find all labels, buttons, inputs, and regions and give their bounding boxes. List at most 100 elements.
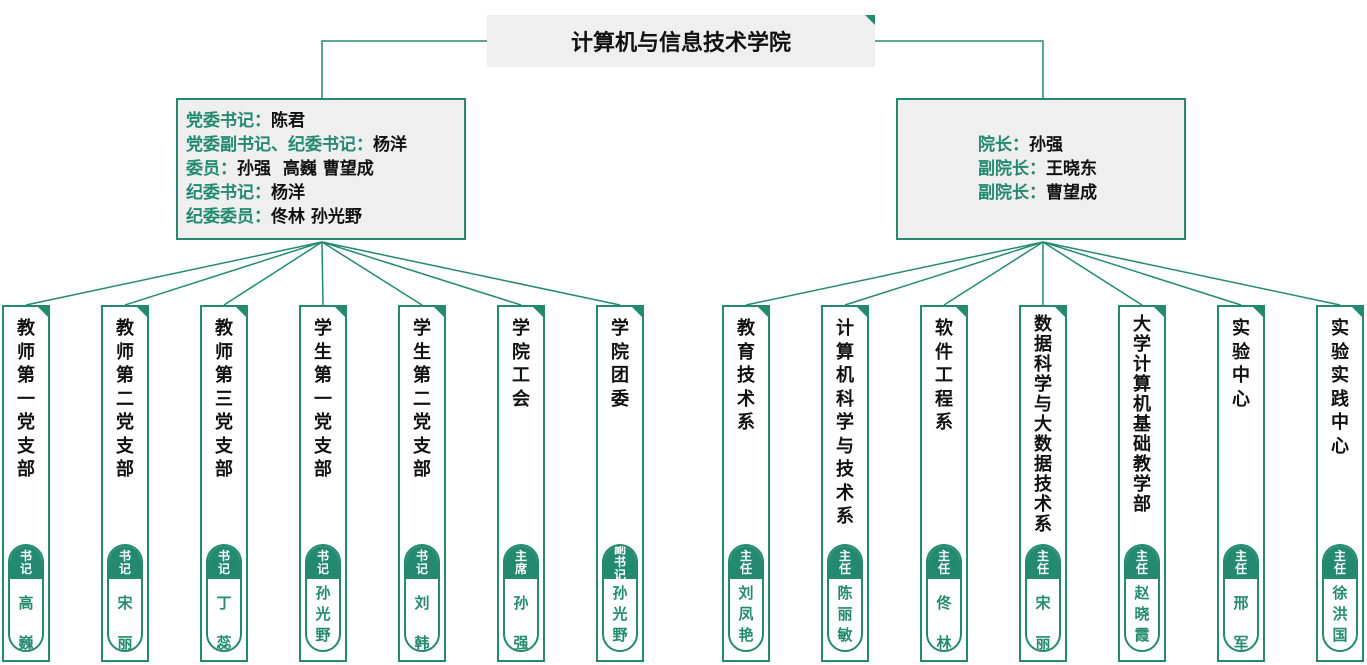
corner-mark bbox=[38, 307, 48, 317]
unit-name: 教师第一党支部 bbox=[17, 318, 35, 480]
info-label: 副院长： bbox=[978, 183, 1046, 203]
info-value: 杨洋 bbox=[373, 135, 407, 155]
unit-name: 学生第二党支部 bbox=[413, 318, 431, 480]
leader-role: 书记 bbox=[208, 546, 240, 579]
connector-line bbox=[943, 241, 1044, 306]
info-line: 纪委书记：杨洋 bbox=[186, 181, 464, 205]
info-value: 曹望成 bbox=[1046, 183, 1097, 203]
unit-box: 教师第二党支部 书记 宋丽 bbox=[101, 305, 149, 662]
connector-line bbox=[321, 241, 621, 306]
unit-name: 教师第二党支部 bbox=[116, 318, 134, 480]
leader-badge: 书记 刘韩 bbox=[404, 544, 440, 652]
leader-name: 孙强 bbox=[513, 594, 529, 652]
info-label: 委员： bbox=[186, 159, 237, 179]
unit-box: 学生第二党支部 书记 刘韩 bbox=[398, 305, 446, 662]
college-title: 计算机与信息技术学院 bbox=[487, 15, 875, 67]
unit-name: 教师第三党支部 bbox=[215, 318, 233, 480]
leader-badge: 书记 丁蕊 bbox=[206, 544, 242, 652]
leader-badge: 主任 刘凤艳 bbox=[728, 544, 764, 652]
leader-role: 书记 bbox=[10, 546, 42, 579]
unit-box: 学院团委 副书记 孙光野 bbox=[596, 305, 644, 662]
connector-line bbox=[321, 241, 423, 306]
corner-mark bbox=[1352, 307, 1362, 317]
leader-badge: 书记 孙光野 bbox=[305, 544, 341, 652]
leader-badge: 主任 赵晓霞 bbox=[1124, 544, 1160, 652]
corner-mark bbox=[434, 307, 444, 317]
leader-badge: 主任 佟林 bbox=[926, 544, 962, 652]
info-label: 纪委书记： bbox=[186, 183, 271, 203]
unit-box: 学生第一党支部 书记 孙光野 bbox=[299, 305, 347, 662]
connector-line bbox=[321, 241, 324, 306]
unit-box: 数据科学与大数据技术系 主任 宋丽 bbox=[1019, 305, 1067, 662]
info-value: 孙强 bbox=[1029, 135, 1063, 155]
unit-name: 实验实践中心 bbox=[1331, 318, 1349, 457]
leader-name: 孙光野 bbox=[315, 584, 331, 644]
info-line: 纪委委员：佟林 孙光野 bbox=[186, 205, 464, 229]
corner-mark bbox=[1253, 307, 1263, 317]
leader-role: 主任 bbox=[730, 546, 762, 579]
connector-line bbox=[25, 241, 323, 306]
leader-role: 主任 bbox=[928, 546, 960, 579]
leader-badge: 主任 徐洪国 bbox=[1322, 544, 1358, 652]
unit-box: 教师第三党支部 书记 丁蕊 bbox=[200, 305, 248, 662]
leader-role: 主任 bbox=[1126, 546, 1158, 579]
unit-name: 学院团委 bbox=[611, 318, 629, 410]
info-value: 杨洋 bbox=[271, 183, 305, 203]
leader-name: 邢军 bbox=[1233, 594, 1249, 652]
info-line: 党委书记：陈君 bbox=[186, 109, 464, 133]
corner-mark bbox=[857, 307, 867, 317]
corner-mark bbox=[1055, 307, 1065, 317]
unit-name: 学生第一党支部 bbox=[314, 318, 332, 480]
info-value: 陈君 bbox=[271, 111, 305, 131]
leader-name: 宋丽 bbox=[1035, 594, 1051, 652]
leader-name: 孙光野 bbox=[612, 584, 628, 644]
connector-line bbox=[1042, 241, 1242, 306]
unit-name: 大学计算机基础教学部 bbox=[1133, 314, 1151, 515]
corner-mark bbox=[758, 307, 768, 317]
unit-box: 软件工程系 主任 佟林 bbox=[920, 305, 968, 662]
leader-role: 书记 bbox=[307, 546, 339, 579]
leader-role: 主任 bbox=[1324, 546, 1356, 579]
unit-box: 教育技术系 主任 刘凤艳 bbox=[722, 305, 770, 662]
leader-name: 刘凤艳 bbox=[738, 584, 754, 644]
leader-role: 书记 bbox=[406, 546, 438, 579]
administration-box: 院长：孙强副院长：王晓东副院长：曹望成 bbox=[896, 98, 1186, 240]
info-value: 孙强 高巍 曹望成 bbox=[237, 159, 374, 179]
corner-mark bbox=[533, 307, 543, 317]
corner-mark bbox=[956, 307, 966, 317]
leader-badge: 主任 陈丽敏 bbox=[827, 544, 863, 652]
unit-name: 教育技术系 bbox=[737, 318, 755, 433]
connector-line bbox=[844, 241, 1044, 306]
connector-line bbox=[124, 241, 323, 306]
info-label: 院长： bbox=[978, 135, 1029, 155]
leader-role: 主任 bbox=[829, 546, 861, 579]
unit-box: 大学计算机基础教学部 主任 赵晓霞 bbox=[1118, 305, 1166, 662]
connector-line bbox=[321, 241, 522, 306]
info-line: 委员：孙强 高巍 曹望成 bbox=[186, 157, 464, 181]
info-label: 党委书记： bbox=[186, 111, 271, 131]
leader-name: 高巍 bbox=[18, 594, 34, 652]
corner-mark bbox=[137, 307, 147, 317]
leader-name: 赵晓霞 bbox=[1134, 584, 1150, 644]
leader-badge: 书记 高巍 bbox=[8, 544, 44, 652]
party-committee-box: 党委书记：陈君党委副书记、纪委书记：杨洋委员：孙强 高巍 曹望成纪委书记：杨洋纪… bbox=[176, 98, 466, 240]
leader-role: 书记 bbox=[109, 546, 141, 579]
info-line: 党委副书记、纪委书记：杨洋 bbox=[186, 133, 464, 157]
unit-box: 计算机科学与技术系 主任 陈丽敏 bbox=[821, 305, 869, 662]
corner-mark bbox=[1154, 307, 1164, 317]
leader-name: 刘韩 bbox=[414, 594, 430, 652]
info-label: 副院长： bbox=[978, 159, 1046, 179]
unit-name: 计算机科学与技术系 bbox=[836, 318, 854, 527]
unit-name: 软件工程系 bbox=[935, 318, 953, 433]
info-value: 佟林 孙光野 bbox=[271, 207, 362, 227]
connector-line bbox=[223, 241, 323, 306]
leader-name: 徐洪国 bbox=[1332, 584, 1348, 644]
info-value: 王晓东 bbox=[1046, 159, 1097, 179]
leader-badge: 书记 宋丽 bbox=[107, 544, 143, 652]
corner-mark bbox=[335, 307, 345, 317]
leader-name: 丁蕊 bbox=[216, 594, 232, 652]
leader-name: 陈丽敏 bbox=[837, 584, 853, 644]
info-label: 纪委委员： bbox=[186, 207, 271, 227]
connector-line bbox=[745, 241, 1044, 306]
